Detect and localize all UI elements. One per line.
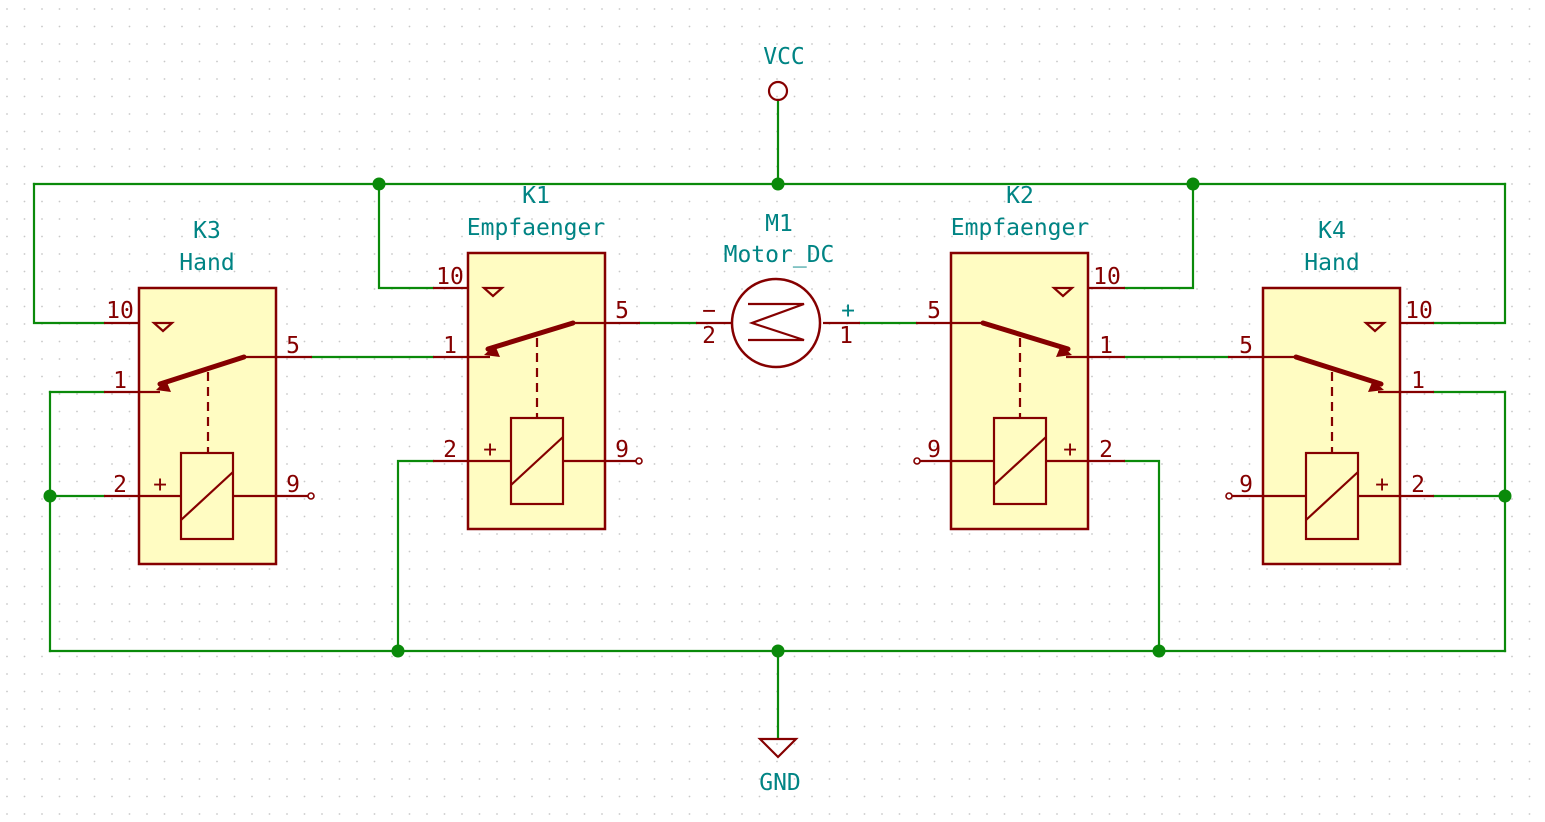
gnd-label: GND (759, 770, 801, 796)
motor-m1[interactable]: M1 Motor_DC − 2 + 1 (696, 211, 860, 369)
wire-k3-p10 (32, 182, 106, 325)
k3-switch-blade-icon (157, 354, 247, 387)
junction-dot (391, 644, 405, 658)
relay-k4[interactable]: K4 Hand 10 1 2 5 9 + (1225, 218, 1434, 566)
wires (32, 98, 1507, 740)
k1-pin-5-number: 5 (615, 298, 629, 324)
motor-winding-icon (748, 302, 805, 342)
k4-switch-blade-icon (1293, 354, 1384, 387)
junction-dot (1498, 489, 1512, 503)
wire-k1-p2 (396, 459, 435, 653)
wire-k4-p10 (1432, 182, 1507, 325)
vcc-symbol[interactable]: VCC (763, 44, 805, 102)
k1-pin-2-number: 2 (443, 437, 457, 463)
junction-dot (771, 644, 785, 658)
k1-switch-blade-icon (485, 320, 576, 352)
k3-nc-contact-icon (151, 321, 175, 333)
k3-coil-plus: + (153, 472, 167, 498)
k1-value: Empfaenger (467, 215, 605, 241)
k4-pin-5-number: 5 (1239, 333, 1253, 359)
k3-nc-pin-marker (307, 492, 315, 500)
k3-contact-tip-icon (156, 380, 171, 392)
k2-ref: K2 (1006, 183, 1034, 209)
k2-pin-10-number: 10 (1093, 264, 1121, 290)
motor-body (730, 277, 822, 369)
relay-k2[interactable]: K2 Empfaenger 10 1 2 5 9 + (913, 183, 1125, 531)
vcc-label: VCC (763, 44, 805, 70)
k2-nc-contact-icon (1051, 286, 1075, 298)
wire-k1-p10 (377, 182, 435, 290)
k4-pin-1-number: 1 (1411, 368, 1425, 394)
motor-plus-sign: + (841, 298, 855, 324)
k4-nc-pin-marker (1225, 492, 1233, 500)
k4-pin-10-number: 10 (1405, 298, 1433, 324)
k1-nc-pin-marker (635, 457, 643, 465)
junction-dot (43, 489, 57, 503)
k1-pin-1-number: 1 (443, 333, 457, 359)
motor-minus-sign: − (702, 298, 716, 324)
k2-coil-diagonal (993, 436, 1047, 486)
k3-pin-5-number: 5 (286, 333, 300, 359)
k2-coil-plus: + (1063, 437, 1077, 463)
k2-pin-1-number: 1 (1099, 333, 1113, 359)
k4-ref: K4 (1318, 218, 1346, 244)
k2-pin-9-number: 9 (927, 437, 941, 463)
k1-coil-diagonal (510, 436, 564, 486)
k1-pin-10-number: 10 (436, 264, 464, 290)
k1-nc-contact-icon (481, 286, 505, 298)
k2-pin-5-number: 5 (927, 298, 941, 324)
junction-dot (1152, 644, 1166, 658)
k2-nc-pin-marker (913, 457, 921, 465)
junction-dot (372, 177, 386, 191)
k3-pin-10-number: 10 (106, 298, 134, 324)
relay-k3[interactable]: K3 Hand 10 1 2 5 9 + (104, 218, 315, 566)
junction-dot (1186, 177, 1200, 191)
motor-pin-2-number: 2 (702, 323, 716, 349)
k4-pin-9-number: 9 (1239, 472, 1253, 498)
k3-coil-diagonal (180, 471, 234, 521)
vcc-terminal-icon (767, 80, 789, 102)
motor-value: Motor_DC (724, 242, 835, 268)
k1-ref: K1 (522, 183, 550, 209)
relay-k1[interactable]: K1 Empfaenger 10 1 2 5 9 + (433, 183, 643, 531)
wire-k2-p2 (1123, 459, 1161, 653)
k4-nc-contact-icon (1363, 321, 1387, 333)
k3-pin-1-number: 1 (113, 368, 127, 394)
junctions (43, 177, 1512, 658)
k4-contact-tip-icon (1368, 380, 1384, 392)
gnd-symbol[interactable]: GND (757, 737, 801, 796)
k3-value: Hand (179, 250, 234, 276)
k2-switch-blade-icon (980, 320, 1071, 352)
k3-pin-2-number: 2 (113, 472, 127, 498)
k2-contact-tip-icon (1056, 345, 1072, 357)
k1-pin-9-number: 9 (615, 437, 629, 463)
k4-pin-2-number: 2 (1411, 472, 1425, 498)
motor-pin-1-number: 1 (839, 323, 853, 349)
k1-coil-plus: + (483, 437, 497, 463)
k2-pin-2-number: 2 (1099, 437, 1113, 463)
k2-value: Empfaenger (951, 215, 1089, 241)
k4-coil-plus: + (1375, 472, 1389, 498)
k3-ref: K3 (193, 218, 221, 244)
k4-value: Hand (1304, 250, 1359, 276)
ground-icon (757, 737, 799, 759)
k4-coil-diagonal (1305, 471, 1359, 521)
k3-pin-9-number: 9 (286, 472, 300, 498)
wire-k2-p10 (1123, 182, 1195, 290)
motor-ref: M1 (765, 211, 793, 237)
junction-dot (771, 177, 785, 191)
k1-contact-tip-icon (484, 345, 500, 357)
